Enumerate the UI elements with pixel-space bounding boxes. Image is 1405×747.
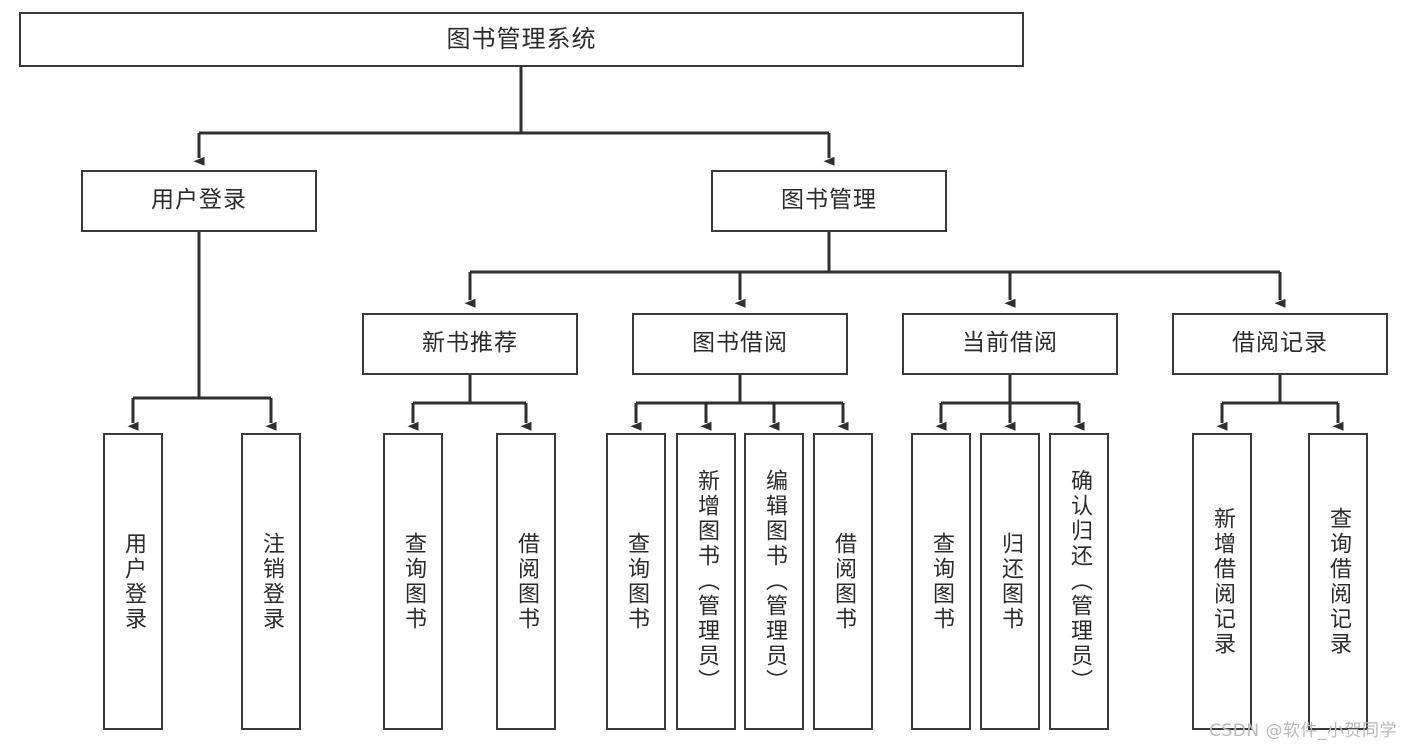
node-current-borrow[interactable]: 当前借阅 <box>902 313 1118 375</box>
node-label: 确认归还（管理员） <box>1067 469 1092 694</box>
node-label: 新增图书（管理员） <box>694 469 719 694</box>
node-label: 查询图书 <box>624 531 649 632</box>
node-label: 新书推荐 <box>422 330 518 357</box>
node-label: 当前借阅 <box>962 330 1058 357</box>
node-label: 图书管理系统 <box>446 25 597 54</box>
node-label: 图书管理 <box>781 187 877 214</box>
node-book-management[interactable]: 图书管理 <box>711 170 947 232</box>
leaf-borrow-edit-book-admin[interactable]: 编辑图书（管理员） <box>744 433 804 730</box>
node-root-system[interactable]: 图书管理系统 <box>19 12 1024 67</box>
leaf-record-add-record[interactable]: 新增借阅记录 <box>1192 433 1252 730</box>
leaf-user-login-login[interactable]: 用户登录 <box>103 433 163 730</box>
node-book-borrow[interactable]: 图书借阅 <box>632 313 848 375</box>
node-label: 借阅图书 <box>514 531 539 632</box>
leaf-borrow-query-book[interactable]: 查询图书 <box>606 433 666 730</box>
node-label: 新增借阅记录 <box>1210 506 1235 657</box>
leaf-recommend-borrow-book[interactable]: 借阅图书 <box>496 433 556 730</box>
leaf-record-query-record[interactable]: 查询借阅记录 <box>1308 433 1368 730</box>
leaf-current-query-book[interactable]: 查询图书 <box>911 433 971 730</box>
leaf-current-return-book[interactable]: 归还图书 <box>980 433 1040 730</box>
node-label: 图书借阅 <box>692 330 788 357</box>
node-label: 用户登录 <box>151 187 247 214</box>
leaf-borrow-borrow-book[interactable]: 借阅图书 <box>813 433 873 730</box>
watermark-text: CSDN @软件_小贺同学 <box>1209 721 1397 741</box>
leaf-current-confirm-return-admin[interactable]: 确认归还（管理员） <box>1049 433 1109 730</box>
leaf-user-login-logout[interactable]: 注销登录 <box>241 433 301 730</box>
node-label: 查询借阅记录 <box>1326 506 1351 657</box>
node-label: 查询图书 <box>401 531 426 632</box>
node-label: 用户登录 <box>121 531 146 632</box>
node-label: 借阅记录 <box>1232 330 1328 357</box>
node-label: 借阅图书 <box>831 531 856 632</box>
node-borrow-record[interactable]: 借阅记录 <box>1172 313 1388 375</box>
node-user-login[interactable]: 用户登录 <box>81 170 317 232</box>
node-label: 查询图书 <box>929 531 954 632</box>
node-new-book-recommend[interactable]: 新书推荐 <box>362 313 578 375</box>
leaf-borrow-add-book-admin[interactable]: 新增图书（管理员） <box>676 433 736 730</box>
node-label: 注销登录 <box>259 531 284 632</box>
leaf-recommend-query-book[interactable]: 查询图书 <box>383 433 443 730</box>
node-label: 编辑图书（管理员） <box>762 469 787 694</box>
node-label: 归还图书 <box>998 531 1023 632</box>
